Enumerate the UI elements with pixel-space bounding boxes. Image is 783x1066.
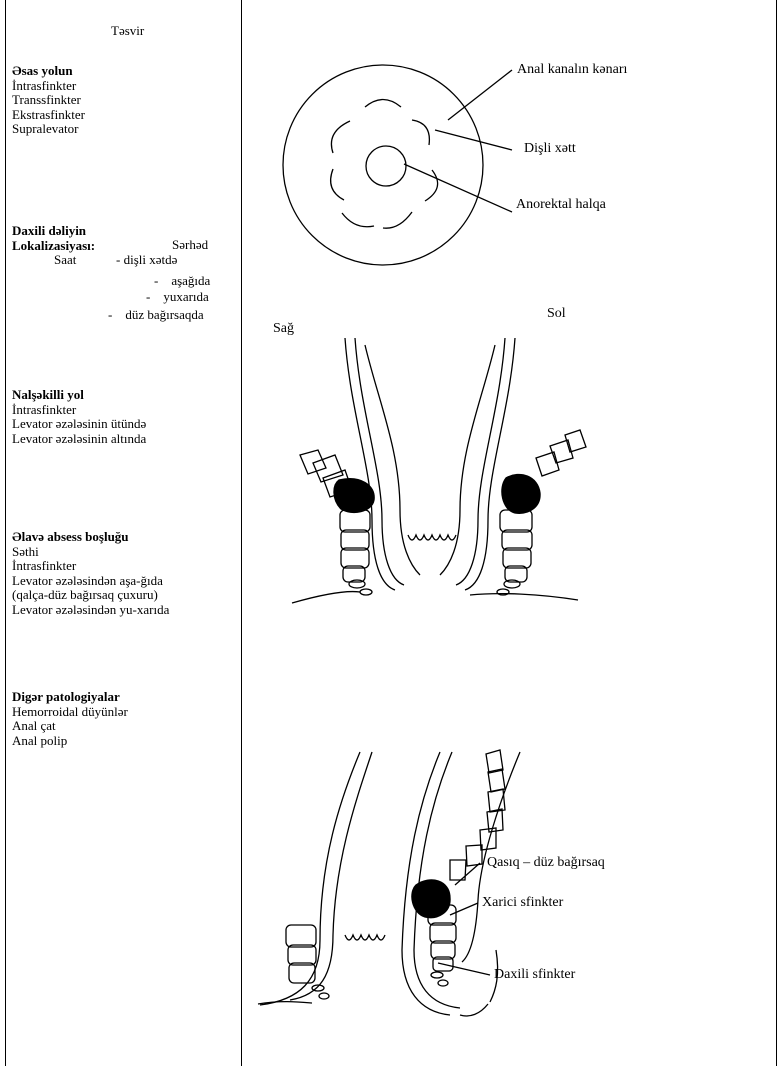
leader-edge [448,70,512,120]
dentate-scallops [331,100,438,229]
anal-canal-diagram [283,65,512,265]
label-internal-sphincter: Daxili sfinkter [494,967,575,983]
leader-dentate [435,130,512,150]
label-rectum: Qasıq – düz bağırsaq [487,855,605,871]
outer-circle [283,65,483,265]
label-dentate-line: Dişli xətt [524,141,576,157]
right-dark-mass [334,479,374,513]
wavy-mucosa [408,535,456,540]
wavy-mucosa [345,935,385,940]
label-left-side: Sol [547,306,566,322]
sagittal-section-diagram [258,750,520,1016]
leader-ring [404,164,512,212]
inner-ring [366,146,406,186]
label-anal-edge: Anal kanalın kənarı [517,62,627,78]
label-anorectal-ring: Anorektal halqa [516,197,606,213]
label-external-sphincter: Xarici sfinkter [482,895,563,911]
leader-internal [438,963,490,975]
posterior-segments [286,925,329,999]
label-right-side: Sağ [273,321,294,337]
sagittal-dark-mass [412,880,450,918]
right-muscle-segments [300,450,372,595]
left-muscle-segments [497,430,586,595]
left-dark-mass [502,474,540,513]
leader-external [450,903,478,915]
coronal-section-diagram [292,338,586,603]
